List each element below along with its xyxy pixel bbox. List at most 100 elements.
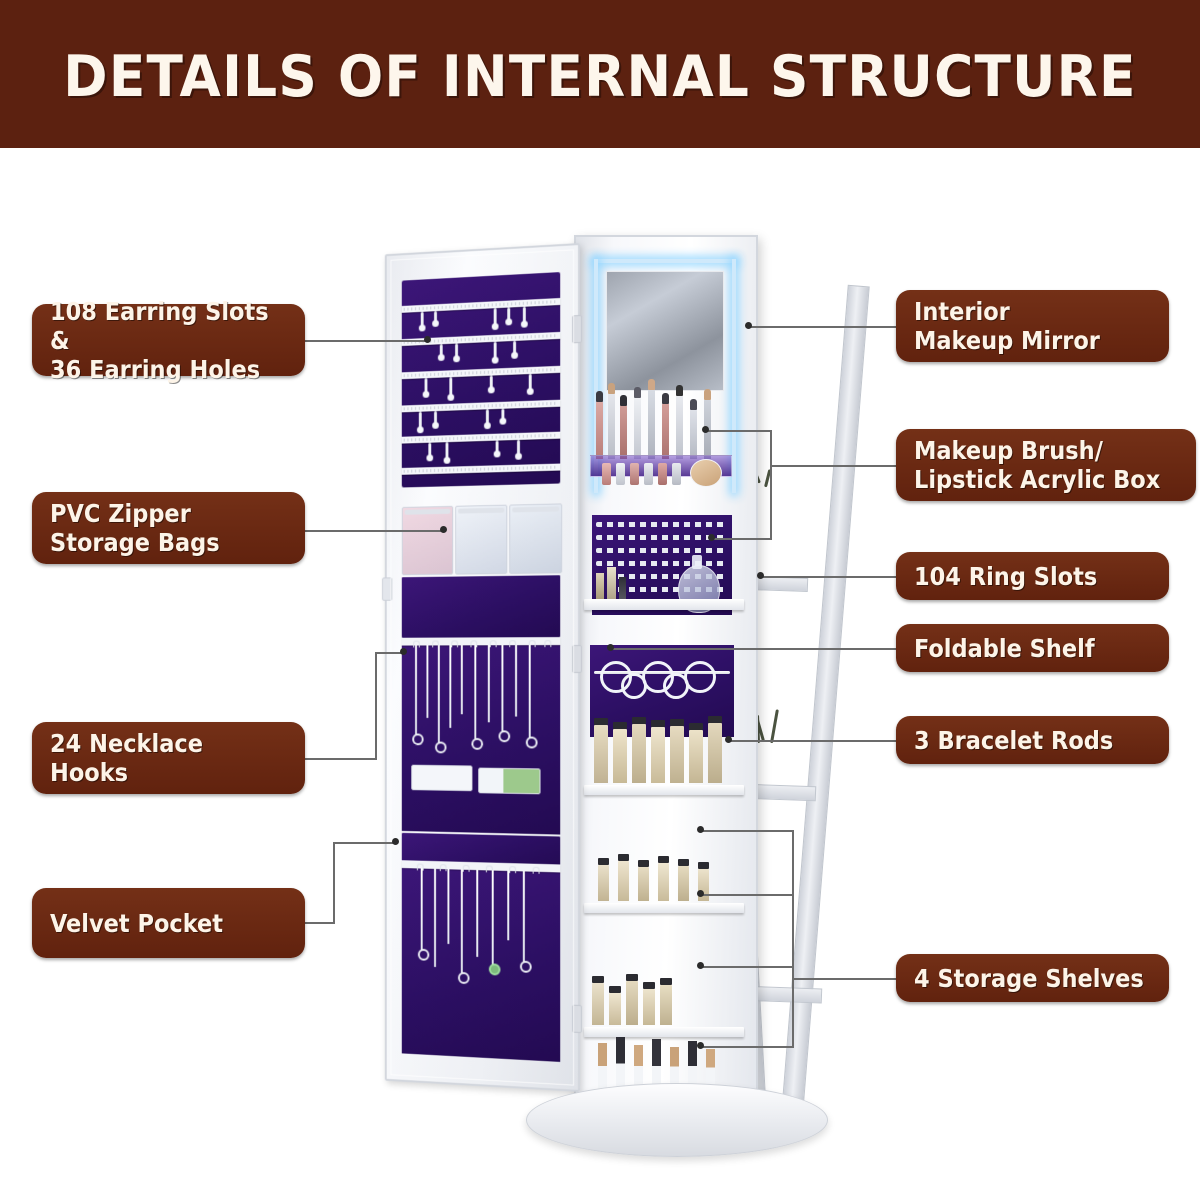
leader-dot-velvet [392,838,399,845]
cosmetic-bottle [618,854,629,901]
cosmetic-item [596,573,604,599]
jewelry-card-left [411,764,473,792]
ring-slot-row [596,587,728,592]
necklace-hook [532,866,540,874]
tall-brush-item [670,1047,679,1103]
leader-line-shelves-a [700,830,794,832]
tall-brush-item [598,1043,607,1103]
callout-necklace-hooks[interactable]: 24 Necklace Hooks [32,722,305,794]
necklace-item [449,645,452,728]
product-illustration [330,225,890,1165]
callout-interior-mirror[interactable]: Interior Makeup Mirror [896,290,1169,362]
callout-foldable-shelf[interactable]: Foldable Shelf [896,624,1169,672]
callout-interior-mirror-line2: Makeup Mirror [914,326,1100,355]
leader-line-shelves-v2 [792,966,794,1048]
leader-dot-shelf-1 [697,826,704,833]
necklace-item [460,645,463,715]
brush-item [648,379,655,459]
necklace-item [415,645,417,736]
leader-dot-ring [757,572,764,579]
leader-line-acrylic-v [770,430,772,540]
bangle-item [663,673,689,699]
interior-makeup-mirror [606,271,724,391]
cabinet-body [574,235,758,1117]
necklace-panel-lower [401,860,561,1062]
pendant-item [519,960,532,973]
callout-earring-slots[interactable]: 108 Earring Slots & 36 Earring Holes [32,297,305,384]
necklace-item [522,871,525,963]
pendant-item [471,737,484,750]
brush-item [596,391,603,459]
pendant-item [488,963,501,976]
cosmetic-bottle [632,717,646,783]
earring-item [455,343,458,359]
necklace-hook-bar [401,637,561,646]
necklace-item [515,645,518,717]
leader-line-bracelet [728,740,896,742]
cosmetic-bottle [678,859,689,901]
door-lock-icon[interactable] [382,577,393,601]
brush-item [662,393,669,459]
earring-item [528,373,532,391]
callout-pvc-bags[interactable]: PVC Zipper Storage Bags [32,492,305,564]
led-light-icon-right [732,259,736,493]
leader-line-necklace [305,758,377,760]
necklace-hook [439,864,447,872]
brush-item [676,385,683,459]
necklace-item [420,868,423,951]
earring-item [418,411,422,430]
necklace-item [487,645,490,723]
tall-brush-item [688,1041,697,1103]
leader-dot-mirror [745,322,752,329]
callout-ring-slots[interactable]: 104 Ring Slots [896,552,1169,600]
left-mirror-door[interactable] [382,243,582,1092]
cosmetic-bottle [689,723,703,783]
cosmetic-bottle [670,719,684,783]
leader-line-earring [305,340,427,342]
cosmetic-bottle [598,858,609,901]
storage-shelf-3 [584,1027,744,1037]
pvc-zipper-storage-bags [401,503,563,576]
led-light-icon-top [594,259,736,263]
leader-dot-acrylic-a [702,426,709,433]
cosmetic-bottle [638,860,649,901]
brush-item [634,387,641,459]
velvet-backing-upper [401,575,561,638]
necklace-item [434,868,436,967]
earring-item [434,311,437,323]
pvc-bag [509,503,563,574]
callout-acrylic-box[interactable]: Makeup Brush/ Lipstick Acrylic Box [896,429,1196,501]
leader-line-shelves-d [700,1046,794,1048]
header-banner: DETAILS OF INTERNAL STRUCTURE [0,0,1200,148]
pendant-item [417,948,430,961]
cosmetic-bottle [660,978,672,1025]
jewelry-card-right [478,767,541,795]
leader-line-foldable [610,648,896,650]
cosmetic-item [619,577,626,599]
leader-dot-bracelet [725,736,732,743]
leader-dot-pvc [440,526,447,533]
lipstick-item [644,463,653,485]
leader-dot-acrylic-b [708,534,715,541]
callout-earring-slots-line2: 36 Earring Holes [50,354,261,384]
pvc-bag [401,505,454,576]
necklace-item [460,869,463,975]
leader-line-necklace-v [375,652,377,760]
compact-mirror-icon [690,459,722,487]
leader-line-acrylic-b [712,538,772,540]
callout-storage-shelves[interactable]: 4 Storage Shelves [896,954,1169,1002]
necklace-item [491,870,494,966]
pendant-item [498,730,511,743]
earring-item [439,344,443,358]
leader-dot-foldable [607,644,614,651]
necklace-hook [451,640,458,648]
callout-bracelet-rods[interactable]: 3 Bracelet Rods [896,716,1169,764]
callout-velvet-pocket[interactable]: Velvet Pocket [32,888,305,958]
earring-item [501,408,505,421]
necklace-item [501,645,504,733]
callout-storage-shelves-line1: 4 Storage Shelves [914,963,1144,993]
tall-brush-item [652,1039,661,1103]
leader-line-velvet [305,922,335,924]
cosmetic-bottle [626,974,638,1025]
